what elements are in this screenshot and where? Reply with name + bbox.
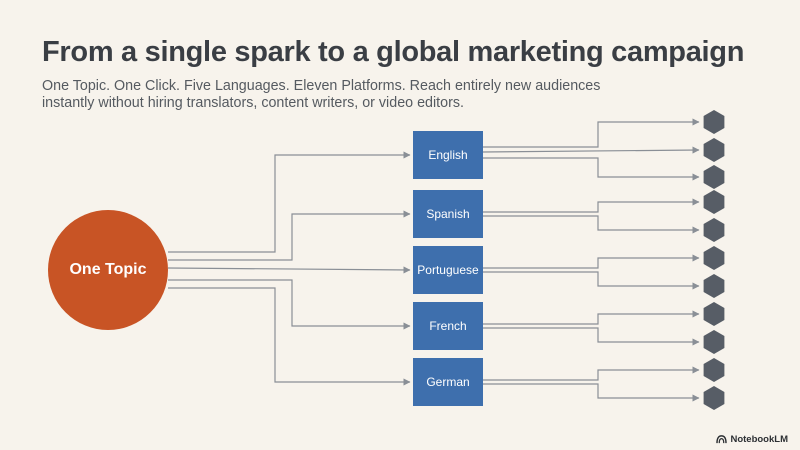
connector-spanish-platform-2 bbox=[483, 215, 700, 234]
connector-layer bbox=[167, 118, 700, 402]
brand-watermark: NotebookLM bbox=[716, 434, 788, 445]
connector-german-platform-2 bbox=[483, 383, 700, 402]
language-box-french bbox=[413, 302, 483, 350]
connector-german-platform-1 bbox=[483, 366, 700, 381]
node-layer bbox=[48, 110, 725, 410]
connector-topic-to-english bbox=[168, 151, 411, 253]
platform-hex-german-1 bbox=[703, 358, 725, 382]
slide-subtitle: One Topic. One Click. Five Languages. El… bbox=[42, 78, 601, 111]
connector-english-platform-1 bbox=[483, 118, 700, 148]
language-box-english bbox=[413, 131, 483, 179]
connector-english-platform-3 bbox=[483, 157, 700, 181]
connector-english-platform-2 bbox=[482, 146, 700, 154]
platform-hex-portuguese-1 bbox=[703, 246, 725, 270]
language-box-portuguese bbox=[413, 246, 483, 294]
connector-portuguese-platform-1 bbox=[483, 254, 700, 269]
language-box-spanish bbox=[413, 190, 483, 238]
connector-spanish-platform-1 bbox=[483, 198, 700, 213]
connector-portuguese-platform-2 bbox=[483, 271, 700, 290]
language-box-german bbox=[413, 358, 483, 406]
connector-topic-to-portuguese bbox=[167, 266, 411, 274]
connector-topic-to-german bbox=[168, 287, 411, 386]
connector-topic-to-french bbox=[168, 279, 411, 330]
connector-topic-to-spanish bbox=[168, 210, 411, 261]
platform-hex-english-3 bbox=[703, 165, 725, 189]
platform-hex-spanish-1 bbox=[703, 190, 725, 214]
platform-hex-spanish-2 bbox=[703, 218, 725, 242]
one-topic-node bbox=[48, 210, 168, 330]
connector-french-platform-2 bbox=[483, 327, 700, 346]
slide-title: From a single spark to a global marketin… bbox=[42, 36, 745, 68]
connector-french-platform-1 bbox=[483, 310, 700, 325]
platform-hex-english-2 bbox=[703, 138, 725, 162]
platform-hex-english-1 bbox=[703, 110, 725, 134]
platform-hex-portuguese-2 bbox=[703, 274, 725, 298]
brand-name: NotebookLM bbox=[730, 434, 788, 445]
notebooklm-logo-icon bbox=[716, 435, 728, 444]
platform-hex-french-1 bbox=[703, 302, 725, 326]
platform-hex-german-2 bbox=[703, 386, 725, 410]
platform-hex-french-2 bbox=[703, 330, 725, 354]
